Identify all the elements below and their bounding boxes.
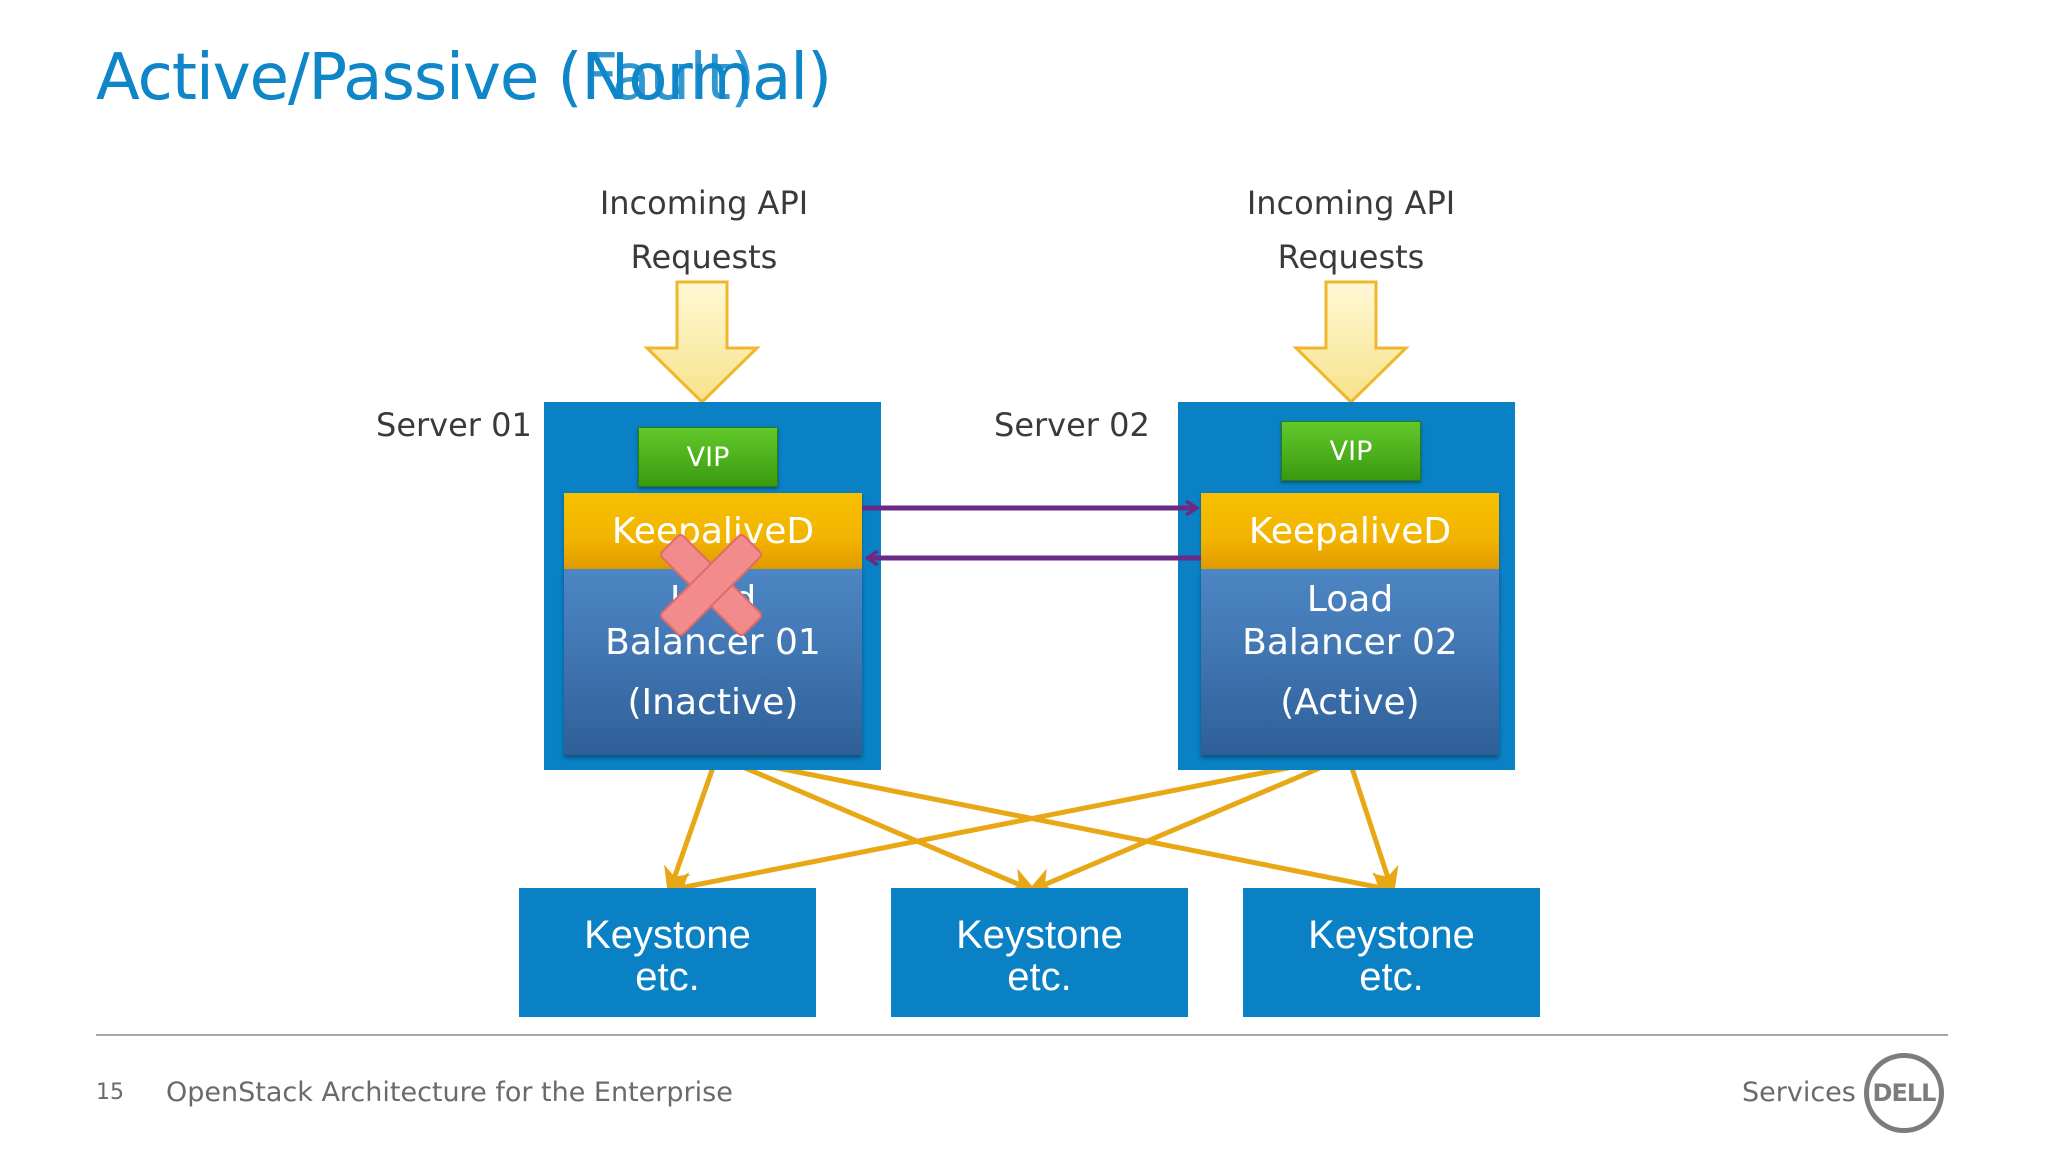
server2-lb-line2: Balancer 02 bbox=[1242, 622, 1458, 663]
backend-arrow-lb1-ks3 bbox=[716, 753, 1398, 900]
server1-lb-line2: Balancer 01 bbox=[605, 622, 821, 663]
incoming-label-server1-line2: Requests bbox=[630, 238, 778, 276]
server1-lb-line3: (Inactive) bbox=[627, 682, 799, 723]
footer-title: OpenStack Architecture for the Enterpris… bbox=[166, 1077, 733, 1108]
incoming-label-server2: Incoming API Requests bbox=[1247, 176, 1455, 284]
keystone-box-1: Keystone etc. bbox=[519, 888, 816, 1017]
incoming-arrow-server1 bbox=[643, 280, 761, 405]
dell-logo-icon: DELL bbox=[1864, 1053, 1944, 1133]
incoming-arrow-server2 bbox=[1292, 280, 1410, 405]
server2-load-balancer: Load Balancer 02 (Active) bbox=[1201, 569, 1499, 755]
keystone-box-3-line1: Keystone bbox=[1308, 913, 1475, 957]
keystone-box-3: Keystone etc. bbox=[1243, 888, 1540, 1017]
server1-lb-line1: Load bbox=[669, 579, 757, 620]
backend-arrow-lb2-ks1 bbox=[664, 753, 1349, 900]
server1-vip: VIP bbox=[638, 427, 778, 487]
keystone-box-1-line2: etc. bbox=[635, 955, 700, 999]
server2-label: Server 02 bbox=[994, 406, 1150, 444]
keystone-box-3-line2: etc. bbox=[1359, 955, 1424, 999]
backend-arrow-lb2-ks2 bbox=[1026, 753, 1349, 895]
page-number: 15 bbox=[96, 1080, 124, 1105]
footer-divider bbox=[96, 1034, 1948, 1036]
dell-logo-text: DELL bbox=[1872, 1079, 1937, 1107]
incoming-label-server1: Incoming API Requests bbox=[600, 176, 808, 284]
keystone-box-1-line1: Keystone bbox=[584, 913, 751, 957]
keystone-box-2: Keystone etc. bbox=[891, 888, 1188, 1017]
footer-section: Services bbox=[1742, 1077, 1856, 1108]
backend-arrow-lb1-ks2 bbox=[716, 753, 1038, 895]
keystone-box-2-line2: etc. bbox=[1007, 955, 1072, 999]
server1-load-balancer: Load Balancer 01 (Inactive) bbox=[564, 569, 862, 755]
backend-arrow-lb1-ks1 bbox=[664, 755, 720, 896]
incoming-label-server2-line2: Requests bbox=[1277, 238, 1425, 276]
backend-arrow-lb2-ks3 bbox=[1345, 755, 1399, 896]
server1-label: Server 01 bbox=[376, 406, 532, 444]
server2-lb-line3: (Active) bbox=[1280, 682, 1420, 723]
server2-vip: VIP bbox=[1281, 421, 1421, 481]
keystone-box-2-line1: Keystone bbox=[956, 913, 1123, 957]
server2-lb-line1: Load bbox=[1306, 579, 1394, 620]
slide-title-normal: Active/Passive (Normal) bbox=[96, 41, 832, 115]
slide-title-fault: Active/Passive (Fault) bbox=[96, 41, 755, 115]
incoming-label-server1-line1: Incoming API bbox=[599, 184, 809, 222]
incoming-label-server2-line1: Incoming API bbox=[1246, 184, 1456, 222]
server2-keepalived: KeepaliveD bbox=[1201, 493, 1499, 569]
server1-keepalived: KeepaliveD bbox=[564, 493, 862, 569]
